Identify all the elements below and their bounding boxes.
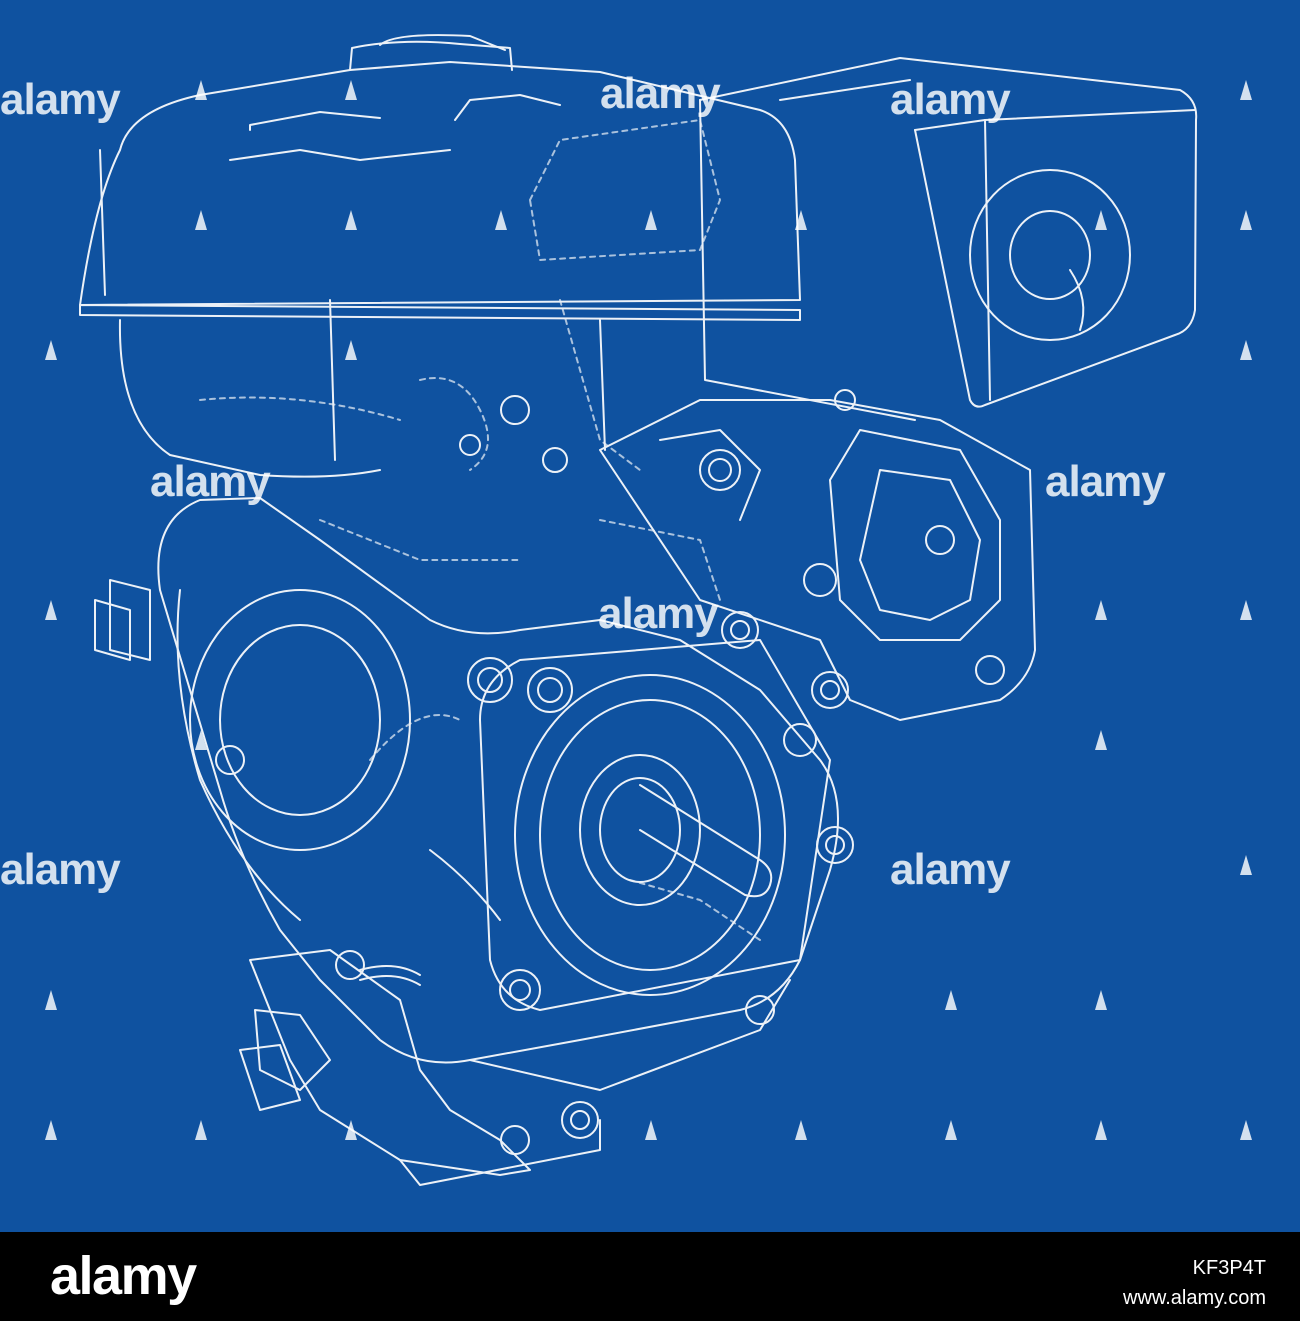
alamy-triangle-icon — [345, 340, 357, 360]
alamy-triangle-icon — [195, 210, 207, 230]
alamy-triangle-icon — [945, 1120, 957, 1140]
engine-wireframe-drawing — [79, 34, 1198, 1186]
alamy-triangle-icon — [1095, 990, 1107, 1010]
footer-image-info: KF3P4T www.alamy.com — [1123, 1253, 1266, 1313]
watermark-logo: alamy — [600, 69, 721, 118]
watermark-logo: alamy — [598, 589, 719, 638]
watermark-logo: alamy — [1045, 457, 1166, 506]
alamy-triangle-icon — [1240, 600, 1252, 620]
watermark-logo: alamy — [150, 457, 271, 506]
alamy-triangle-icon — [345, 80, 357, 100]
alamy-triangle-icon — [1240, 855, 1252, 875]
alamy-triangle-icon — [495, 210, 507, 230]
hidden-lines — [199, 119, 761, 941]
alamy-triangle-icon — [1095, 210, 1107, 230]
bolts — [215, 395, 854, 1155]
watermark-logo: alamy — [0, 845, 121, 894]
pipes — [329, 299, 606, 986]
watermark-logo: alamy — [890, 75, 1011, 124]
alamy-triangle-icon — [45, 600, 57, 620]
engine-base — [239, 949, 791, 1186]
alamy-triangle-icon — [795, 210, 807, 230]
alamy-triangle-icon — [795, 1120, 807, 1140]
cylinder-head — [599, 389, 1036, 721]
alamy-triangle-icon — [45, 1120, 57, 1140]
alamy-triangle-icon — [1095, 730, 1107, 750]
watermark-logo: alamy — [0, 75, 121, 124]
alamy-triangle-icon — [1240, 210, 1252, 230]
site-url: www.alamy.com — [1123, 1287, 1266, 1309]
alamy-triangle-icon — [1240, 340, 1252, 360]
alamy-triangle-icon — [195, 80, 207, 100]
alamy-triangle-icon — [1240, 1120, 1252, 1140]
fuel-tank — [79, 34, 801, 478]
alamy-triangle-icon — [1240, 80, 1252, 100]
alamy-triangle-icon — [45, 340, 57, 360]
alamy-triangle-icon — [45, 990, 57, 1010]
alamy-triangle-icon — [645, 210, 657, 230]
image-canvas: alamy alamy alamy alamy alamy alamy alam… — [0, 34, 1252, 1186]
air-filter-box — [699, 57, 1198, 421]
alamy-triangle-icon — [645, 1120, 657, 1140]
watermark-logo: alamy — [890, 845, 1011, 894]
alamy-triangle-icon — [195, 1120, 207, 1140]
alamy-triangle-icon — [1095, 1120, 1107, 1140]
alamy-triangle-icon — [945, 990, 957, 1010]
alamy-triangle-icon — [345, 1120, 357, 1140]
crankcase — [94, 497, 839, 1064]
alamy-triangle-icon — [1095, 600, 1107, 620]
alamy-triangle-icon — [195, 730, 207, 750]
footer-logo: alamy — [50, 1246, 197, 1306]
footer-bar — [0, 1232, 1300, 1321]
image-id: KF3P4T — [1192, 1257, 1266, 1279]
alamy-triangle-icon — [345, 210, 357, 230]
